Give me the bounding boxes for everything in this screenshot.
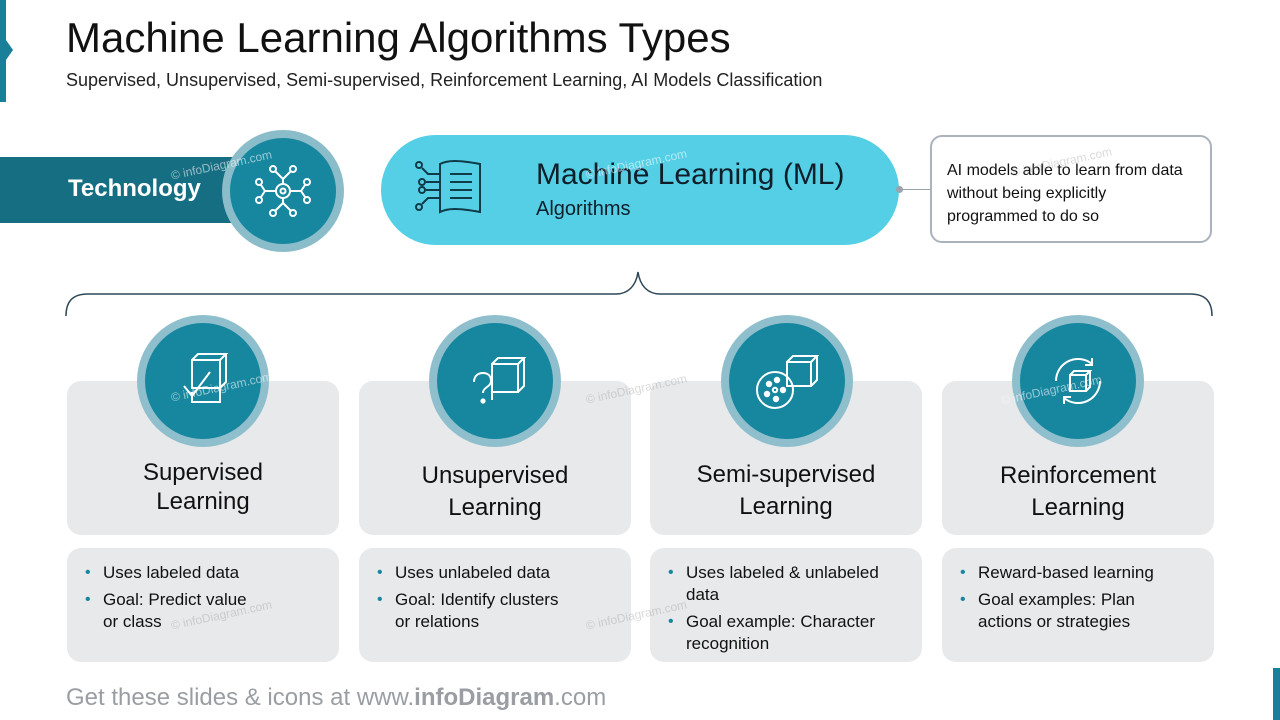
cube-cycle-icon (1020, 323, 1136, 439)
bullets-semi-supervised: Uses labeled & unlabeled data Goal examp… (650, 548, 922, 662)
accent-notch (6, 40, 13, 60)
card-title-line1: Unsupervised (421, 462, 569, 489)
connector-line (899, 189, 930, 190)
circuit-chip-icon (230, 138, 336, 244)
bullet-item: Goal: Identify clusters or relations (377, 589, 575, 633)
bullets-supervised: Uses labeled data Goal: Predict value or… (67, 548, 339, 662)
cube-question-icon (437, 323, 553, 439)
bullet-item: Uses labeled & unlabeled data (668, 562, 896, 606)
corner-accent (1273, 668, 1280, 720)
card-title-line2: Learning (156, 488, 250, 515)
cube-cluster-icon (729, 323, 845, 439)
ml-title: Machine Learning (ML) (536, 158, 845, 191)
bullet-item: Uses unlabeled data (377, 562, 631, 584)
definition-box: AI models able to learn from data withou… (930, 135, 1212, 243)
technology-label: Technology (68, 175, 201, 202)
footer-brand: infoDiagram (414, 684, 555, 711)
bullets-reinforcement: Reward-based learning Goal examples: Pla… (942, 548, 1214, 662)
accent-bar (0, 0, 6, 102)
ml-subtitle: Algorithms (536, 198, 631, 220)
page-title: Machine Learning Algorithms Types (66, 14, 731, 61)
card-title-line2: Learning (448, 494, 542, 521)
footer-link[interactable]: Get these slides & icons at www.infoDiag… (66, 684, 606, 712)
bullet-item: Goal examples: Plan actions or strategie… (960, 589, 1188, 633)
footer-suffix: .com (554, 684, 607, 711)
brace-connector (65, 271, 1213, 317)
bullet-item: Uses labeled data (85, 562, 339, 584)
card-title-line1: Semi-supervised (696, 461, 876, 488)
footer-prefix: Get these slides & icons at www. (66, 684, 415, 711)
bullet-item: Reward-based learning (960, 562, 1214, 584)
page-subtitle: Supervised, Unsupervised, Semi-supervise… (66, 70, 823, 90)
connector-dot (896, 186, 903, 193)
technology-band (0, 157, 260, 223)
bullet-item: Goal example: Character recognition (668, 611, 896, 655)
card-title-line1: Supervised (142, 459, 264, 486)
card-title-line2: Learning (1031, 494, 1125, 521)
bullets-unsupervised: Uses unlabeled data Goal: Identify clust… (359, 548, 631, 662)
card-title-line1: Reinforcement (999, 462, 1157, 489)
cube-check-icon (145, 323, 261, 439)
card-title-line2: Learning (739, 493, 833, 520)
bullet-item: Goal: Predict value or class (85, 589, 253, 633)
data-document-icon (410, 152, 486, 227)
